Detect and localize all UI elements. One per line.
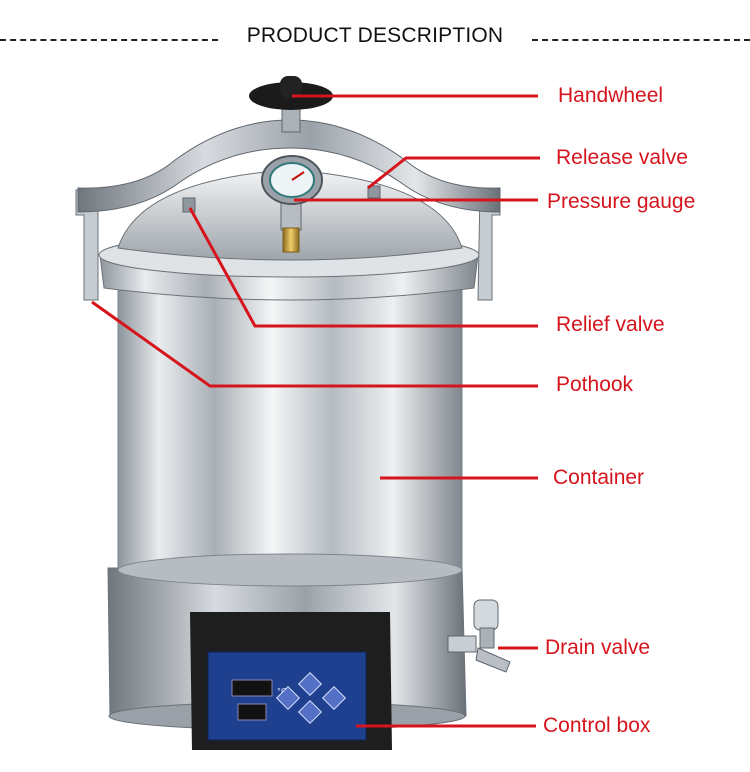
label-control-box: Control box — [543, 714, 651, 737]
header-dash-left — [0, 39, 218, 41]
drain-valve-tap — [447, 599, 511, 673]
label-relief-valve: Relief valve — [556, 313, 665, 336]
handwheel-knob — [249, 76, 333, 133]
label-release-valve: Release valve — [556, 146, 688, 169]
release-valve-part — [367, 185, 381, 199]
leader-pothook — [91, 300, 538, 388]
section-title: PRODUCT DESCRIPTION — [246, 24, 504, 47]
section-header: PRODUCT DESCRIPTION — [0, 22, 750, 58]
pressure-gauge-dial — [261, 155, 323, 253]
header-dash-right — [532, 39, 750, 41]
temp-unit-text: °C — [277, 687, 287, 696]
label-pressure-gauge: Pressure gauge — [547, 190, 696, 213]
leader-relief-valve — [188, 207, 538, 328]
container-body — [117, 269, 463, 587]
control-box-panel: °C — [190, 612, 392, 750]
relief-valve-part — [182, 197, 196, 213]
label-handwheel: Handwheel — [558, 84, 664, 107]
leader-release-valve — [367, 156, 540, 190]
label-drain-valve: Drain valve — [545, 636, 651, 659]
leader-lines — [91, 94, 540, 728]
label-pothook: Pothook — [556, 373, 634, 396]
label-container: Container — [553, 466, 645, 489]
lid-handle-arch — [77, 119, 501, 213]
